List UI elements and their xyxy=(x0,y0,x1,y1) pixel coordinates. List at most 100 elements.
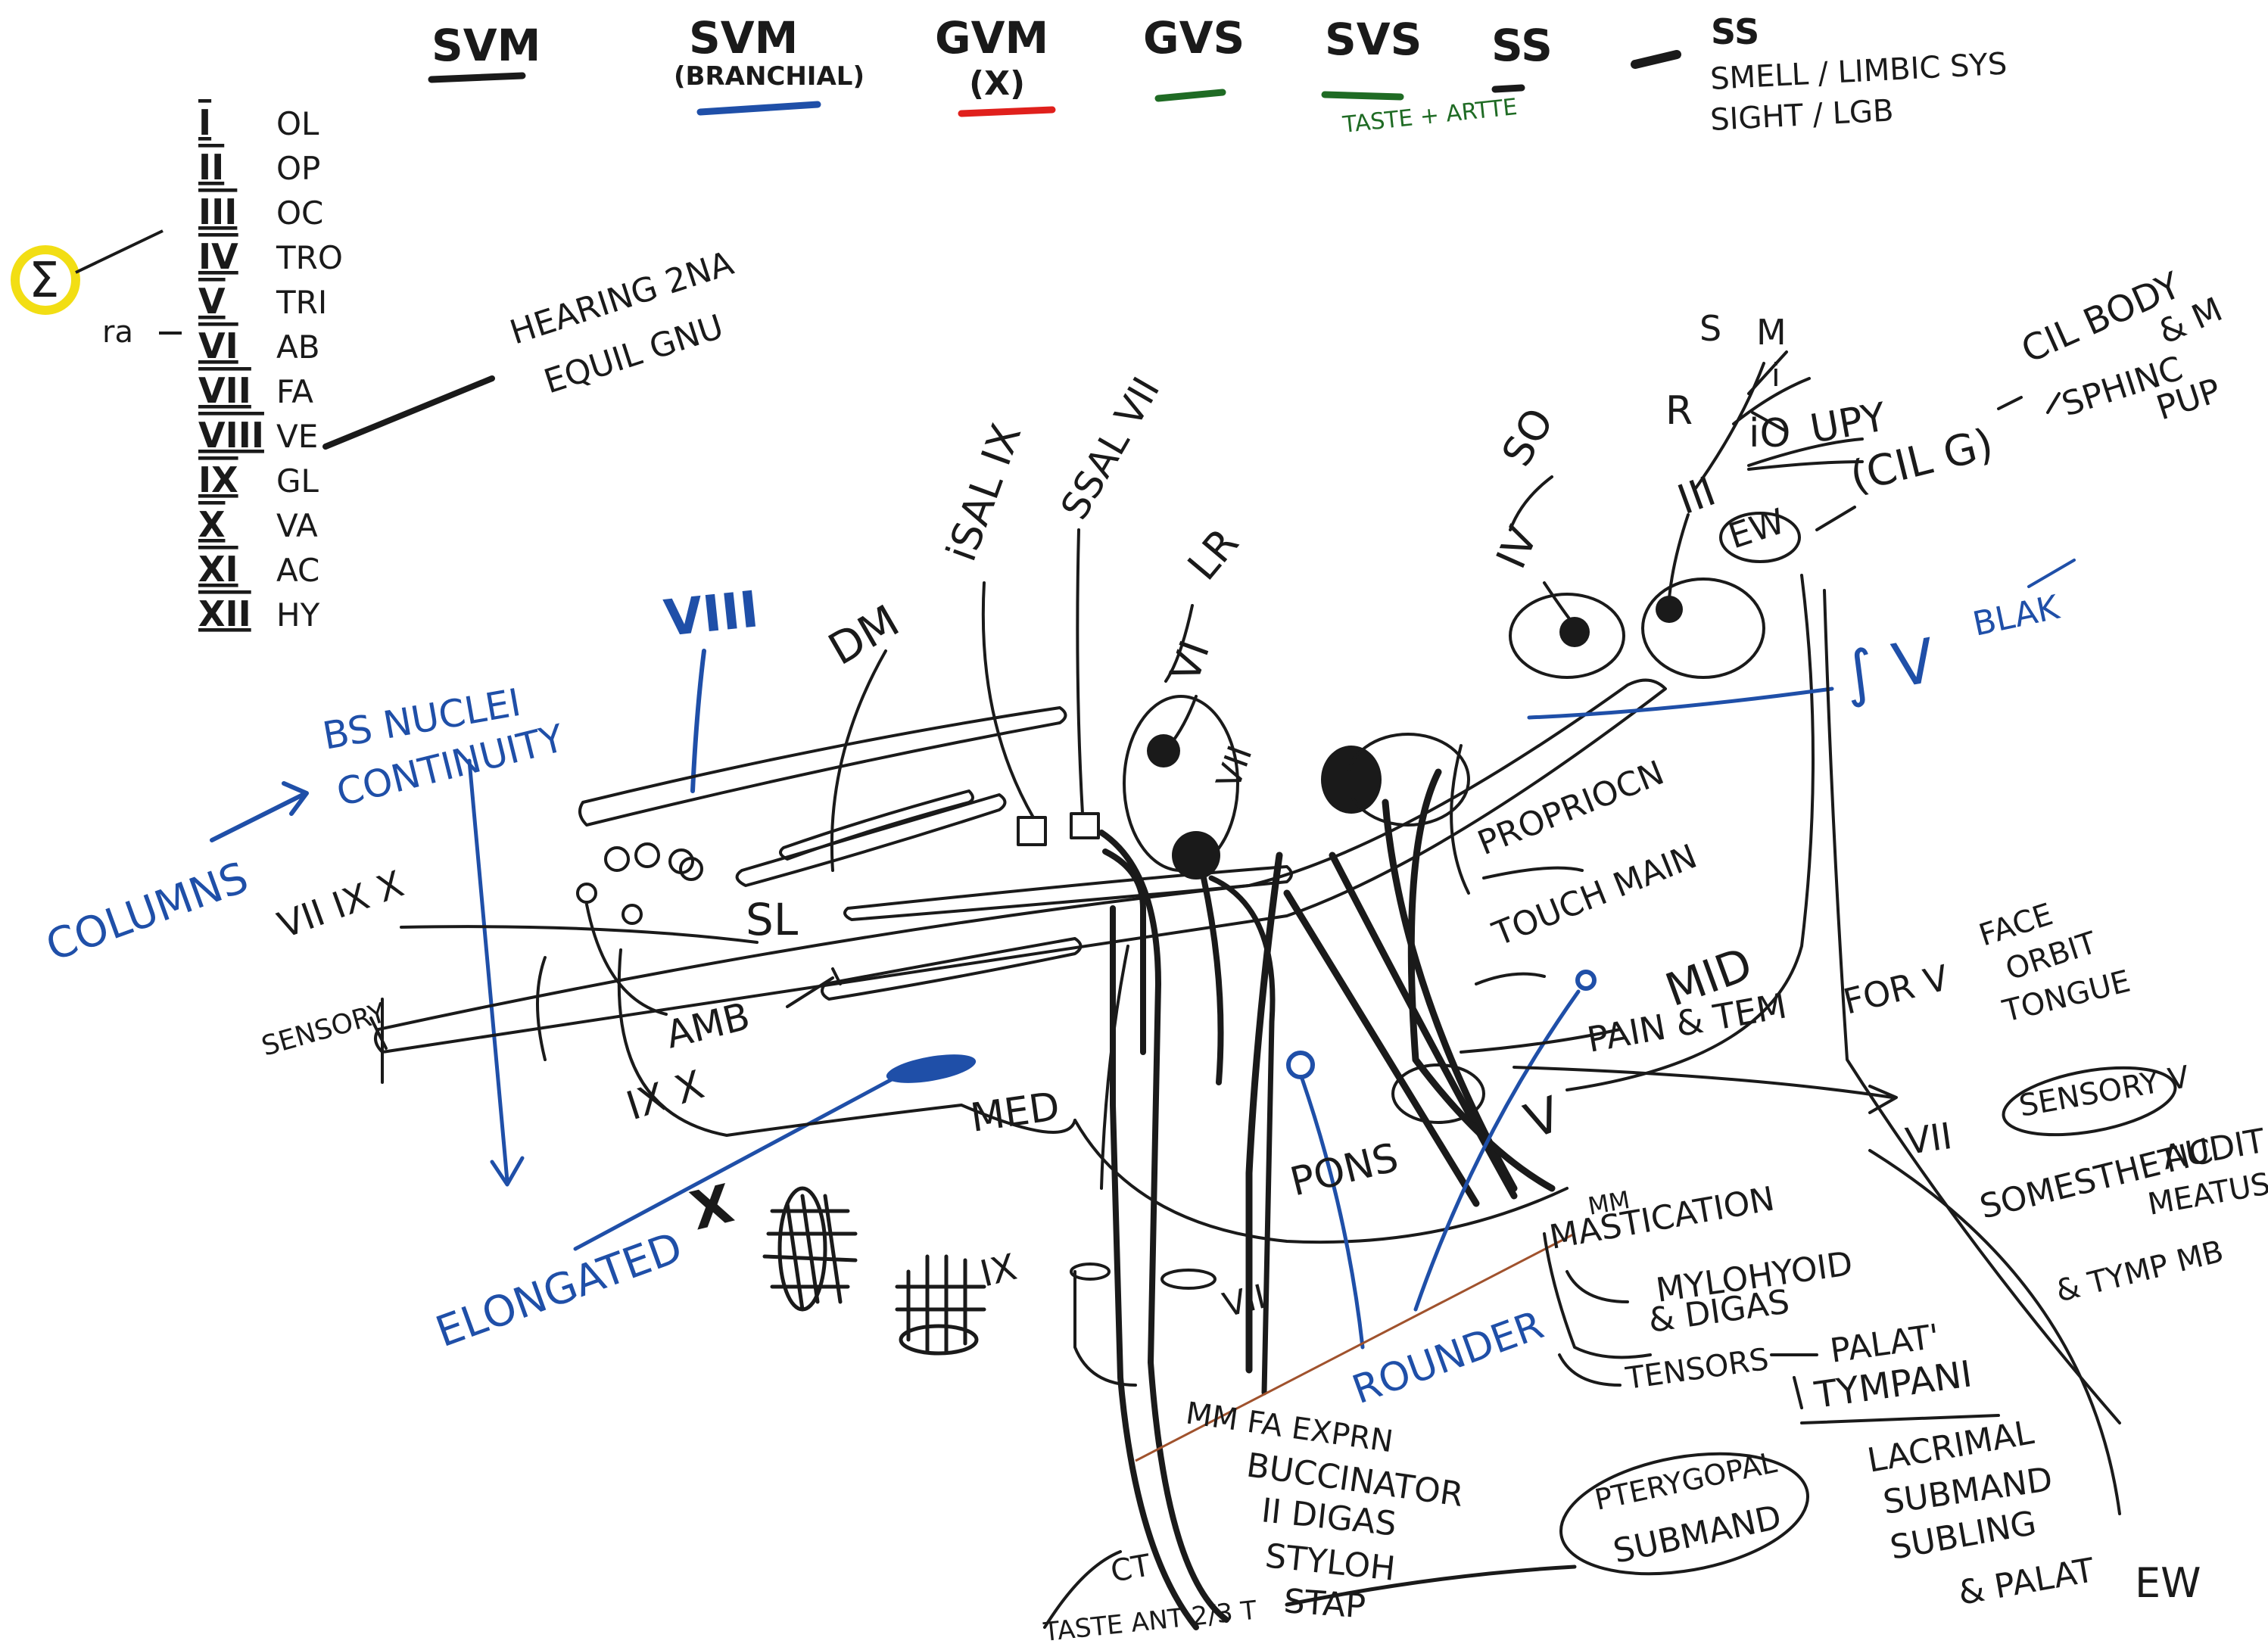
m-label: M xyxy=(1756,312,1787,353)
trigeminal-motor-nucleus xyxy=(1321,746,1382,814)
taste-label: TASTE ANT 2/3 T xyxy=(1042,1596,1258,1647)
x-lower-label: X xyxy=(684,1172,739,1243)
legend-underline-green xyxy=(1154,89,1226,102)
legend-code-gvm: GVM xyxy=(935,12,1048,64)
right-outline-down xyxy=(1868,1149,2121,1515)
propriocn-line xyxy=(1482,866,1584,880)
vii-box-label: VII xyxy=(1903,1115,1955,1163)
rounder-nucleus-left xyxy=(1286,1051,1315,1079)
columns-label: COLUMNS xyxy=(40,853,255,971)
iii-label: III xyxy=(1671,467,1721,525)
rea-label: ra xyxy=(102,315,133,350)
ss-line-3: SIGHT / LGB xyxy=(1709,93,1894,138)
cranial-nerve-abbr: AC xyxy=(276,552,319,589)
elongated-label: ELONGATED xyxy=(430,1223,689,1358)
iii-line xyxy=(1668,513,1690,599)
x-bundle xyxy=(762,1186,858,1312)
vii-cylinder-top xyxy=(1160,1269,1217,1290)
vi-label: VI xyxy=(1160,634,1219,688)
v-label: V xyxy=(1518,1086,1569,1150)
elongated-nucleus-blue xyxy=(886,1054,977,1083)
cranial-nerve-numeral: XI xyxy=(198,549,238,590)
cranial-nerve-numeral: XII xyxy=(198,593,251,634)
cranial-nerve-numeral: II xyxy=(198,147,224,188)
cranial-nerve-row: III OC xyxy=(198,191,323,232)
iv-line xyxy=(1543,581,1572,622)
columns-arrow xyxy=(210,781,309,842)
legend-code-svm-branchial: SVM xyxy=(689,12,798,64)
iv-outline xyxy=(1509,593,1625,679)
ss-notes: SS SMELL / LIMBIC SYS SIGHT / LGB xyxy=(1709,11,2008,138)
nucleus-circle-2 xyxy=(634,842,660,868)
pons-lower-outline xyxy=(1073,1119,1569,1244)
vi-pointer xyxy=(1168,695,1198,747)
legend: SVM SVM (BRANCHIAL) GVM (X) GVS SVS TAST… xyxy=(428,12,1681,139)
rounder-line-left xyxy=(1300,1076,1365,1350)
mastication-label: MASTICATION xyxy=(1547,1179,1777,1256)
legend-code-svs: SVS xyxy=(1325,14,1422,65)
ptery-submand-label: SUBMAND xyxy=(1610,1498,1785,1571)
ssal-square xyxy=(1070,812,1100,839)
nucleus-circle-6 xyxy=(622,904,643,925)
sl-tract xyxy=(843,865,1293,921)
touch-main-label: TOUCH MAIN xyxy=(1487,837,1703,954)
r-label: R xyxy=(1665,388,1693,434)
viii-label-blue: VIII xyxy=(662,580,762,648)
b-crossed: BLAK xyxy=(1970,559,2076,644)
cranial-nerve-abbr: OP xyxy=(276,150,320,187)
iv-label: IV xyxy=(1487,519,1547,575)
viii-blue-line xyxy=(690,649,706,793)
ix-bundle xyxy=(895,1254,986,1356)
cranial-nerve-abbr: OC xyxy=(276,195,323,232)
ix-x-line xyxy=(400,925,759,944)
vii-lower-label: VII xyxy=(1219,1278,1270,1325)
nucleus-circle-1 xyxy=(604,846,630,872)
midbrain-right-outline xyxy=(1565,574,1815,1091)
sl-label: SL xyxy=(746,894,798,945)
lr-line xyxy=(1164,604,1194,683)
medulla-left-curve xyxy=(536,956,547,1061)
ve-connector-line xyxy=(322,375,495,450)
ix-bundle-bottom xyxy=(899,1324,979,1356)
b-crossed-strike xyxy=(2027,559,2076,588)
amb-label: AMB xyxy=(662,994,754,1057)
cranial-nerve-abbr: AB xyxy=(276,328,320,366)
legend-note-branchial: (BRANCHIAL) xyxy=(674,61,865,92)
dm-loop-1 xyxy=(735,793,1007,887)
left-notes: COLUMNS BS NUCLEI CONTINUITY ELONGATED V… xyxy=(40,580,977,1358)
trigeminal-motor-outline xyxy=(1346,733,1470,827)
ew-bottom-label: EW xyxy=(2135,1559,2201,1607)
ssal-label: SSAL VII xyxy=(1052,370,1168,527)
trigeminal-fiber-5 xyxy=(1450,744,1470,895)
cranial-nerve-numeral: VI xyxy=(198,325,238,366)
cranial-nerve-numeral: VIII xyxy=(198,415,264,456)
palat-label: & PALAT xyxy=(1955,1551,2097,1613)
trigeminal-fiber-4 xyxy=(1407,768,1556,1192)
sensory-v-oval xyxy=(2002,1066,2177,1137)
brainstem-outline xyxy=(369,350,2121,1630)
legend-code-gvs: GVS xyxy=(1143,12,1245,64)
iii-branches xyxy=(1694,350,1811,490)
cranial-nerve-row: XI AC xyxy=(198,549,319,590)
cranial-nerve-row: II OP xyxy=(198,147,320,188)
amb-tick xyxy=(786,967,842,1008)
ss-line-1: SS xyxy=(1711,11,1759,52)
motor-fiber-4 xyxy=(1098,830,1229,1623)
trigeminal-sensory-blue xyxy=(1527,687,1834,720)
ew-label: EW xyxy=(1724,500,1790,556)
io-underline xyxy=(1747,437,1864,471)
cranial-nerve-row: VI AB xyxy=(198,325,320,366)
facial-nucleus xyxy=(1172,831,1220,880)
legend-note-x: (X) xyxy=(969,64,1025,103)
isal-line xyxy=(981,581,1035,819)
for-v-label: FOR V xyxy=(1840,957,1953,1023)
legend-underline-blue xyxy=(696,101,821,116)
circled-sigma: Σ ra xyxy=(11,229,182,350)
vii-cylinder-sides xyxy=(1073,1270,1137,1387)
dm-label: DM xyxy=(820,595,908,675)
cranial-nerve-numeral: III xyxy=(198,191,237,232)
